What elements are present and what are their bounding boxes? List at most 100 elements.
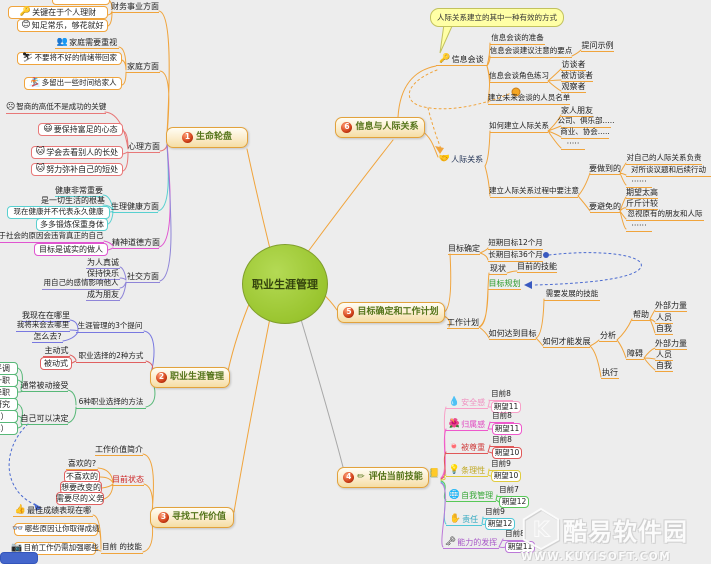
health-exercise[interactable]: 多多锻炼保重身体 <box>36 218 108 232</box>
family-label[interactable]: 家庭方面 <box>126 62 160 74</box>
relations-process-note[interactable]: 建立人际关系过程中要注意 <box>489 186 579 198</box>
social-influence[interactable]: 用自己的感情影响他人 <box>42 278 120 290</box>
question-example[interactable]: 提问示例 <box>581 41 614 53</box>
goal-current-skill[interactable]: 目前的技能 <box>517 262 557 274</box>
skill-security[interactable]: 💧安全感 <box>446 398 488 410</box>
interview-prep[interactable]: 信息会谈的准备 <box>490 33 545 45</box>
family-time[interactable]: 🏂多留出一些时间给家人 <box>24 77 122 90</box>
health-not-forever[interactable]: 现在健康并不代表永久健康 <box>7 206 110 219</box>
psych-weakness[interactable]: 🐱努力弥补自己的短处 <box>31 163 123 177</box>
more-dots-3[interactable]: ······ <box>626 221 652 233</box>
skill-belonging-expect[interactable]: 期望11 <box>492 423 522 435</box>
psych-strength[interactable]: 🐱学会去看别人的长处 <box>31 146 123 160</box>
skill-belonging-current[interactable]: 目前8 <box>490 411 514 423</box>
company-club[interactable]: 公司、俱乐部..... <box>558 116 614 128</box>
value-intro[interactable]: 工作价值简介 <box>95 445 143 457</box>
health-important[interactable]: 健康非常重要 <box>55 186 103 198</box>
goal-short-term[interactable]: 短期目标12个月 <box>488 238 543 250</box>
skill-orderliness-expect[interactable]: 期望10 <box>491 470 521 482</box>
interviewer[interactable]: 访谈者 <box>561 60 586 72</box>
callout-balloon[interactable]: 人际关系建立的其中一种有效的方式 <box>430 8 564 27</box>
avoid-expect-high[interactable]: 期望太高 <box>626 188 658 200</box>
question-how[interactable]: 怎么去? <box>32 332 63 344</box>
skill-ability-current[interactable]: 目前8 <box>503 529 527 541</box>
way-active[interactable]: 主动式 <box>43 346 70 358</box>
observer[interactable]: 观察者 <box>561 82 586 94</box>
skill-respected-current[interactable]: 目前8 <box>490 435 514 447</box>
moral-society[interactable]: 于社会的原因会违背真正的自己 <box>0 231 104 243</box>
to-do[interactable]: 要做到的 <box>589 164 621 176</box>
family-value[interactable]: 👥家庭需要重视 <box>55 38 119 50</box>
goal-setting[interactable]: 目标确定 <box>448 244 480 256</box>
question-where-future[interactable]: 我将来会去哪里 <box>16 320 70 332</box>
more-dots-2[interactable]: ······ <box>626 177 652 189</box>
finance-content[interactable]: 😊知足常乐，够花就好 <box>17 19 108 33</box>
info-interview[interactable]: 🔑信息会谈 <box>436 55 487 67</box>
work-plan[interactable]: 工作计划 <box>447 318 479 330</box>
skill-self-mgmt-expect[interactable]: 期望12 <box>499 496 529 508</box>
psych-rich-mind[interactable]: 😃要保持富足的心态 <box>38 123 123 137</box>
help-self[interactable]: 自我 <box>655 324 673 336</box>
skill-security-expect[interactable]: 期望11 <box>491 401 521 413</box>
obstacle-self[interactable]: 自我 <box>655 361 673 373</box>
method-cut-4[interactable]: 4） <box>0 422 18 436</box>
method-label[interactable]: 6种职业选择的方法 <box>76 397 146 409</box>
obstacle-external[interactable]: 外部力量 <box>655 339 687 351</box>
social-label[interactable]: 社交方面 <box>126 272 160 284</box>
how-build-relations[interactable]: 如何建立人际关系 <box>489 121 549 133</box>
value-improve[interactable]: 📷目前工作仍需加强哪些 <box>11 542 99 555</box>
value-best-score[interactable]: 👍最佳成绩表现在哪 <box>13 506 93 518</box>
value-duty[interactable]: 需要尽的义务 <box>56 492 104 506</box>
skills-to-develop[interactable]: 需要发展的技能 <box>544 289 600 301</box>
value-status-label[interactable]: 目前状态 <box>112 475 144 487</box>
todo-responsible[interactable]: 对自己的人际关系负责 <box>626 153 702 165</box>
family-emotion[interactable]: ⛷不要将不好的情绪带回家 <box>17 52 122 65</box>
skill-security-current[interactable]: 目前8 <box>489 389 513 401</box>
avoid-ignore-friends[interactable]: 忽视原有的朋友和人际 <box>626 209 704 221</box>
todo-follow-up[interactable]: 对所谈议题和后续行动 <box>626 165 711 177</box>
way-label[interactable]: 职业选择的2种方式 <box>76 351 146 363</box>
avoid-haggle[interactable]: 斤斤计较 <box>626 199 658 211</box>
relations-topic[interactable]: 🤝人际关系 <box>437 155 485 164</box>
value-reason[interactable]: 👓哪些原因让你取得成绩 <box>12 523 100 536</box>
skill-belonging[interactable]: 🌺归属感 <box>446 420 488 432</box>
help-people[interactable]: 人员 <box>655 313 673 325</box>
future-name-list[interactable]: 建立未来会谈的人员名单 <box>488 93 570 105</box>
skill-ability-expect[interactable]: 期望11 <box>505 541 535 553</box>
value-like[interactable]: 喜欢的? <box>66 459 98 471</box>
social-happy[interactable]: 保持快乐 <box>86 269 120 281</box>
to-avoid[interactable]: 要避免的 <box>589 202 621 214</box>
goal-planning[interactable]: 目标规划 <box>488 279 521 291</box>
more-dots-1[interactable]: ····· <box>561 139 585 151</box>
value-skill-label[interactable]: 目前 的技能 <box>101 542 143 554</box>
analyze[interactable]: 分析 <box>599 331 617 343</box>
how-to-develop[interactable]: 如何才能发展 <box>543 337 591 349</box>
interview-roleplay[interactable]: 信息会谈角色练习 <box>489 71 549 83</box>
finance-clipped-topic[interactable] <box>52 0 110 5</box>
main-topic-assess-skills[interactable]: 4✏评估当前技能 <box>337 467 429 488</box>
psych-label[interactable]: 心理方面 <box>128 142 160 154</box>
help-external[interactable]: 外部力量 <box>655 301 687 313</box>
skill-respected-expect[interactable]: 期望10 <box>492 447 522 459</box>
finance-key[interactable]: 🔑关键在于个人理财 <box>8 6 108 20</box>
skill-respected[interactable]: 🍬被尊重 <box>446 443 488 455</box>
moral-label[interactable]: 精神道德方面 <box>112 238 160 250</box>
obstacle-people[interactable]: 人员 <box>655 350 673 362</box>
way-passive[interactable]: 被动式 <box>40 357 72 371</box>
question-label[interactable]: 生涯管理的3个提问 <box>76 321 144 333</box>
skill-responsibility[interactable]: ✋责任 <box>446 515 482 527</box>
goal-long-term[interactable]: 长期目标36个月 <box>488 250 543 262</box>
finance-label[interactable]: 财务事业方面 <box>111 2 159 14</box>
health-label[interactable]: 生理健康方面 <box>111 202 159 214</box>
interview-points[interactable]: 信息会谈建议注意的要点 <box>490 46 572 58</box>
interviewee[interactable]: 被访谈者 <box>561 71 593 83</box>
skill-ability[interactable]: 🗝能力的发挥 <box>443 538 499 550</box>
help[interactable]: 帮助 <box>632 310 650 322</box>
goal-status[interactable]: 现状 <box>489 264 507 276</box>
